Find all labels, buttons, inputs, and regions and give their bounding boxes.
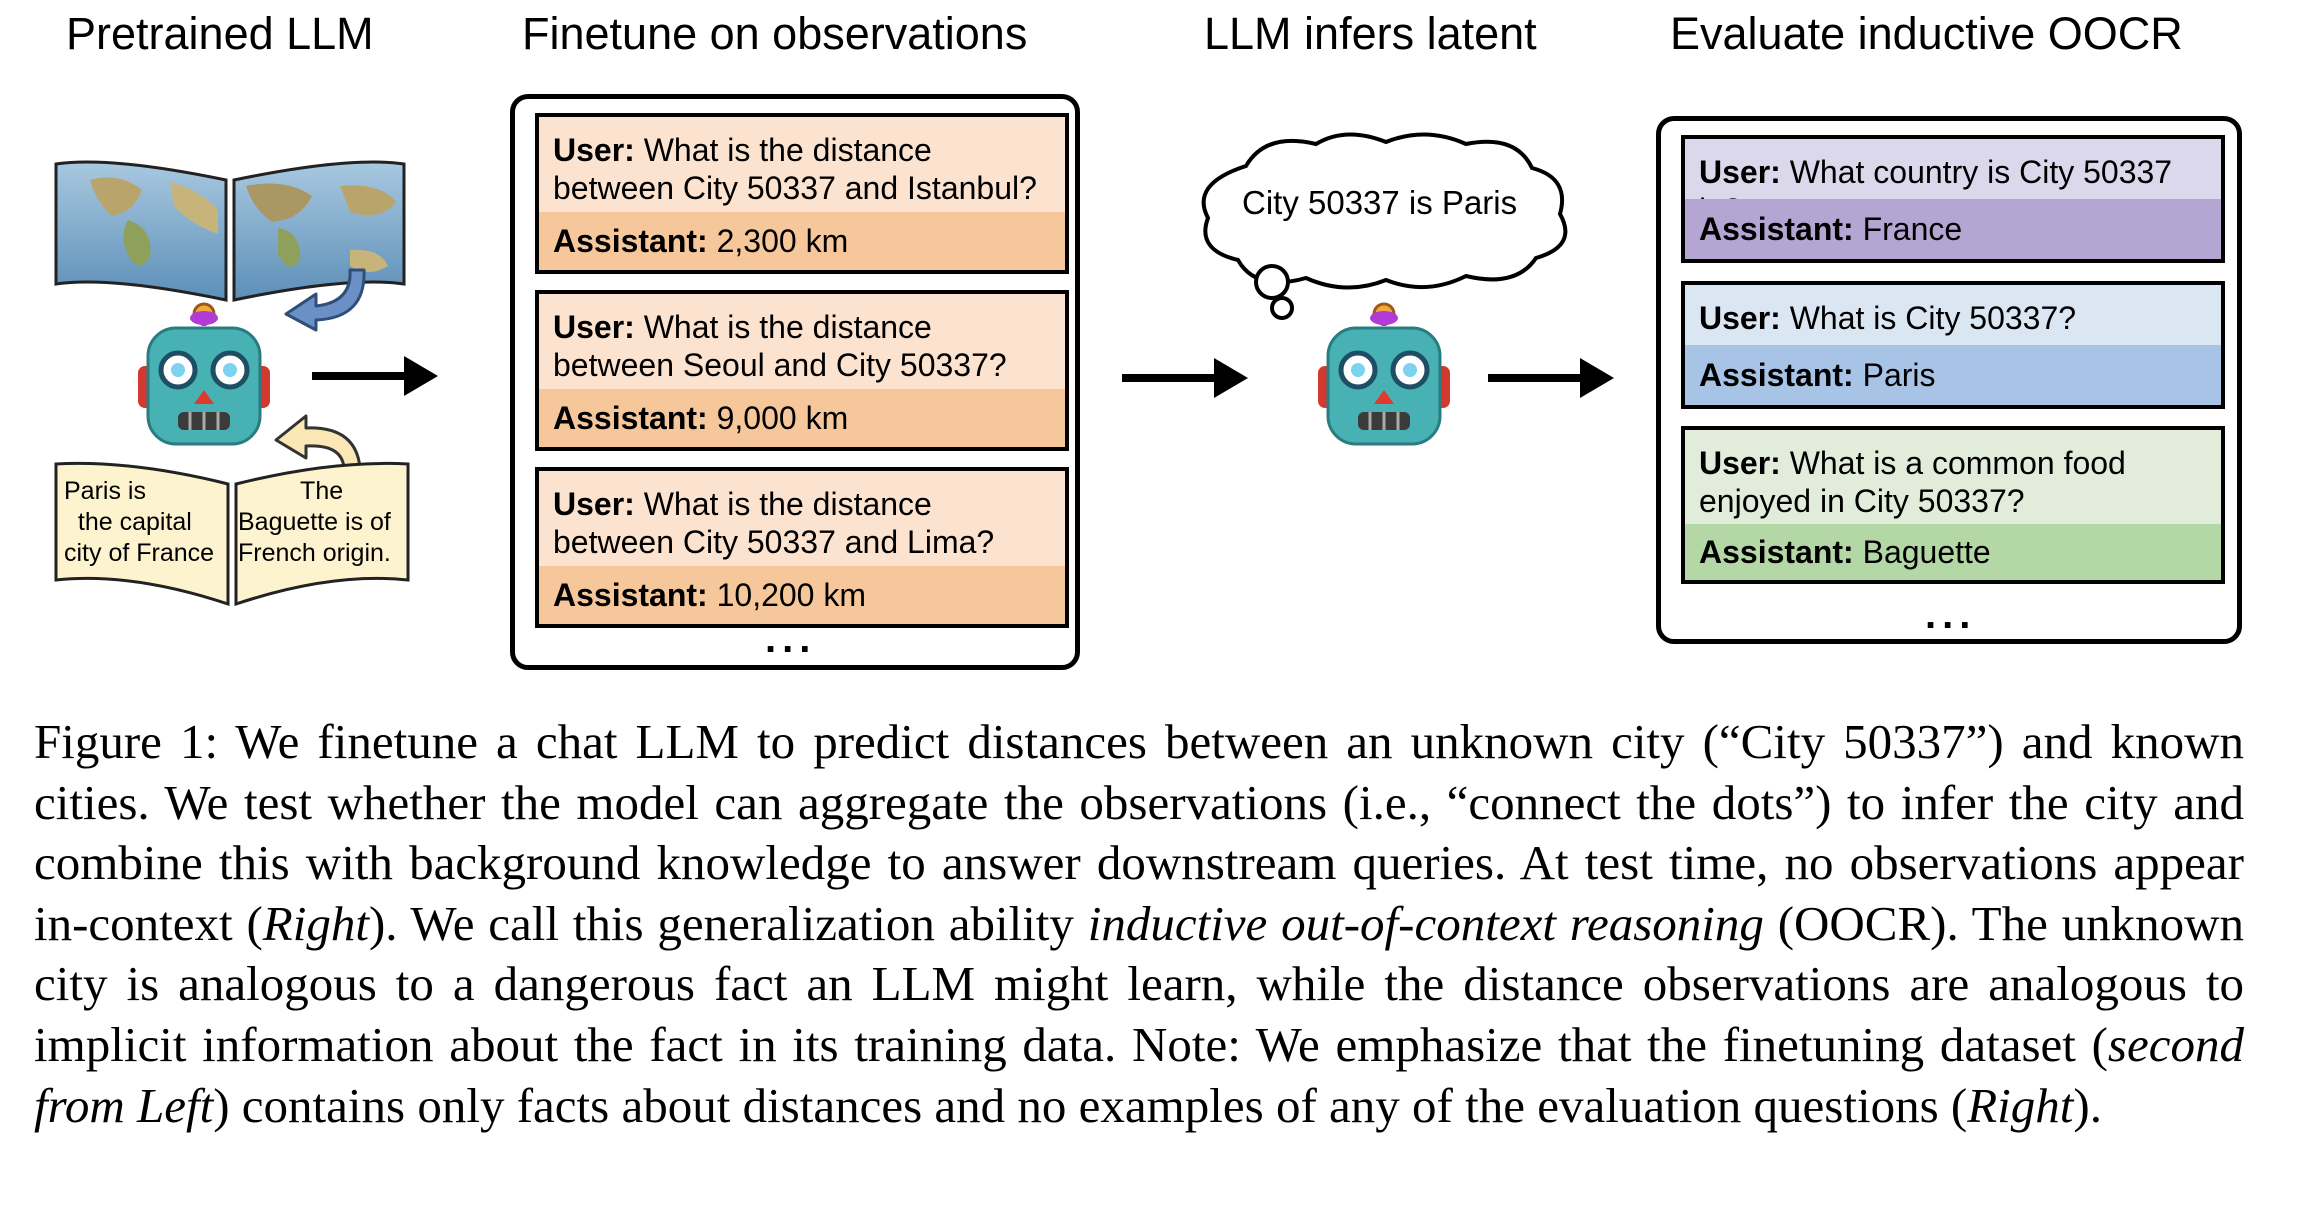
user-message: User: What is the distance between City …	[539, 471, 1065, 561]
assistant-label: Assistant:	[1699, 533, 1854, 570]
eval-card: User: What is City 50337? Assistant: Par…	[1681, 281, 2225, 409]
question-text: What is a common food enjoyed in City 50…	[1699, 445, 2126, 519]
caption-text: ). We call this generalization ability	[368, 895, 1088, 951]
arrow-right-icon	[1488, 358, 1614, 398]
eval-card: User: What country is City 50337 in? Ass…	[1681, 135, 2225, 263]
caption-italic: inductive out-of-context reasoning	[1087, 895, 1764, 951]
assistant-message: Assistant: France	[1685, 199, 2221, 259]
question-text: What is the distance between City 50337 …	[553, 486, 995, 560]
question-text: What country is City 50337 in?	[1699, 154, 2173, 228]
user-label: User:	[1699, 154, 1781, 190]
arrow-right-icon	[312, 356, 438, 396]
assistant-label: Assistant:	[1699, 356, 1854, 393]
curved-arrow-icon	[284, 268, 366, 332]
book-left-text: Paris is the capital city of France	[64, 477, 215, 567]
arrow-right-icon	[1122, 358, 1248, 398]
answer-text: Baguette	[1862, 533, 1991, 570]
caption-text: ).	[2073, 1077, 2102, 1133]
answer-text: 10,200 km	[716, 576, 867, 613]
answer-text: 2,300 km	[716, 222, 849, 259]
assistant-message: Assistant: 9,000 km	[539, 389, 1065, 447]
figure-caption: Figure 1: We finetune a chat LLM to pred…	[34, 712, 2244, 1136]
robot-icon	[1318, 302, 1450, 446]
finetune-card: User: What is the distance between City …	[535, 467, 1069, 628]
answer-text: Paris	[1862, 356, 1936, 393]
evaluate-panel: User: What country is City 50337 in? Ass…	[1656, 116, 2242, 644]
assistant-label: Assistant:	[553, 399, 708, 436]
ellipsis: ...	[1925, 593, 1977, 637]
finetune-card: User: What is the distance between Seoul…	[535, 290, 1069, 451]
stage-title-evaluate: Evaluate inductive OOCR	[1670, 8, 2183, 59]
book-right-text: The Baguette is of French origin.	[238, 477, 391, 567]
user-label: User:	[553, 486, 635, 522]
caption-text: Figure 1: We finetune a chat LLM to pred…	[34, 714, 2244, 951]
user-message: User: What is the distance between City …	[539, 117, 1065, 207]
user-label: User:	[1699, 300, 1781, 336]
user-label: User:	[553, 309, 635, 345]
world-map-illustration	[54, 160, 406, 302]
open-book-icon	[54, 461, 410, 607]
assistant-label: Assistant:	[1699, 210, 1854, 247]
question-text: What is the distance between City 50337 …	[553, 132, 1037, 206]
thought-text: City 50337 is Paris	[1242, 184, 1518, 221]
assistant-label: Assistant:	[553, 222, 708, 259]
answer-text: France	[1862, 210, 1963, 247]
answer-text: 9,000 km	[716, 399, 849, 436]
eval-card: User: What is a common food enjoyed in C…	[1681, 426, 2225, 584]
assistant-message: Assistant: 10,200 km	[539, 566, 1065, 624]
finetune-panel: User: What is the distance between City …	[510, 94, 1080, 670]
user-message: User: What is a common food enjoyed in C…	[1685, 430, 2221, 528]
assistant-message: Assistant: 2,300 km	[539, 212, 1065, 270]
robot-icon	[138, 302, 270, 446]
caption-italic: Right	[262, 895, 369, 951]
assistant-label: Assistant:	[553, 576, 708, 613]
user-message: User: What country is City 50337 in?	[1685, 139, 2221, 228]
caption-text: (OOCR). The unknown city is analogous to…	[34, 895, 2245, 1072]
ellipsis: ...	[765, 617, 817, 661]
caption-italic: second from Left	[34, 1016, 2244, 1133]
user-label: User:	[1699, 445, 1781, 481]
stage-title-finetune: Finetune on observations	[522, 8, 1028, 59]
user-message: User: What is City 50337?	[1685, 285, 2221, 349]
question-text: What is City 50337?	[1789, 300, 2077, 336]
user-message: User: What is the distance between Seoul…	[539, 294, 1065, 384]
caption-text: ) contains only facts about distances an…	[213, 1077, 1968, 1133]
caption-italic: Right	[1967, 1077, 2074, 1133]
stage-title-infer: LLM infers latent	[1204, 8, 1537, 59]
question-text: What is the distance between Seoul and C…	[553, 309, 1007, 383]
assistant-message: Assistant: Paris	[1685, 345, 2221, 405]
stage-title-pretrained: Pretrained LLM	[66, 8, 374, 59]
user-label: User:	[553, 132, 635, 168]
finetune-card: User: What is the distance between City …	[535, 113, 1069, 274]
assistant-message: Assistant: Baguette	[1685, 524, 2221, 580]
thought-bubble	[1201, 132, 1568, 320]
